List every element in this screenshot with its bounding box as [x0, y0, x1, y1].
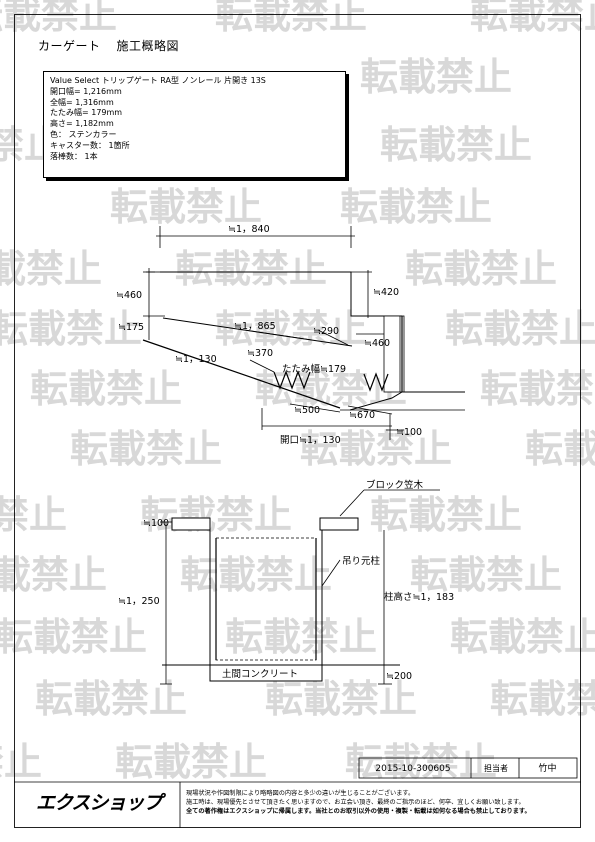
watermark: 転載禁止 — [30, 367, 182, 411]
dim-fold-width: たたみ幅≒179 — [282, 363, 346, 375]
dim-500: ≒500 — [294, 405, 320, 416]
plan-view — [142, 226, 465, 440]
watermark: 転載禁止 — [0, 740, 42, 784]
dim-1840: ≒1，840 — [228, 224, 270, 235]
footer-notes: 現場状況や作図制限により略略図の内容と多少の違いが生じることがございます。 施工… — [186, 789, 576, 816]
elev-dim-100: ≒100 — [143, 518, 169, 529]
watermark: 転載禁止 — [340, 185, 492, 229]
dim-1865: ≒1，865 — [234, 321, 276, 332]
watermark: 転載禁止 — [215, 0, 367, 37]
dim-175: ≒175 — [118, 322, 144, 333]
watermark: 転載禁止 — [525, 427, 595, 471]
spec-line: たたみ幅= 179mm — [50, 108, 123, 118]
watermark: 転載禁止 — [225, 615, 377, 659]
spec-line: 落棒数： 1本 — [50, 151, 98, 161]
watermark: 転載禁止 — [300, 427, 452, 471]
spec-line: Value Select トリップゲート RA型 ノンレール 片開き 13S — [50, 76, 266, 85]
watermark: 転載禁止 — [70, 427, 222, 471]
watermark: 転載禁止 — [180, 553, 332, 597]
page-title: カーゲート 施工概略図 — [38, 37, 179, 54]
hinge-post-label: 吊り元柱 — [342, 555, 381, 567]
watermark: 転載禁止 — [405, 247, 557, 291]
dim-420: ≒420 — [373, 287, 399, 298]
spec-line: 全幅= 1,316mm — [50, 97, 114, 107]
watermark: 転載禁止 — [380, 123, 532, 167]
spec-line: 色： ステンカラー — [50, 129, 117, 139]
spec-box: Value Select トリップゲート RA型 ノンレール 片開き 13S 開… — [43, 71, 346, 178]
watermark: 転載禁止 — [450, 615, 595, 659]
floor-label: 土間コンクリート — [222, 668, 298, 680]
dim-opening: 開口≒1，130 — [280, 435, 341, 446]
title-part-a: カーゲート — [38, 39, 101, 53]
person-label: 担当者 — [484, 764, 508, 773]
company-logo: エクスショップ — [36, 792, 162, 814]
watermark: 転載禁止 — [360, 55, 512, 99]
watermark: 転載禁止 — [0, 247, 102, 291]
person-name: 竹中 — [538, 764, 557, 774]
page-frame — [14, 14, 581, 828]
watermark: 転載禁止 — [0, 493, 67, 537]
dim-460: ≒460 — [116, 290, 142, 301]
watermark: 転載禁止 — [265, 677, 417, 721]
watermark: 転載禁止 — [0, 615, 147, 659]
title-part-b: 施工概略図 — [116, 39, 180, 53]
elevation-labels: ブロック笠木 ≒100 吊り元柱 ≒1，250 柱高さ≒1，183 土間コンクリ… — [118, 479, 454, 682]
drawing-code: 2015-10-300605 — [375, 764, 451, 774]
note-line: 現場状況や作図制限により略略図の内容と多少の違いが生じることがございます。 — [186, 790, 415, 797]
watermark: 転載禁止 — [445, 307, 595, 351]
block-cap-label: ブロック笠木 — [366, 479, 424, 491]
watermark-layer: 転載禁止 転載禁止 転載禁止 転載禁止 転載禁止 転載禁止 転載禁止 転載禁止 … — [0, 0, 595, 784]
watermark: 転載禁止 — [370, 493, 522, 537]
spec-line: 開口幅= 1,216mm — [50, 86, 122, 96]
dim-1130: ≒1，130 — [175, 354, 217, 365]
watermark: 転載禁止 — [175, 247, 327, 291]
elev-dim-1250: ≒1，250 — [118, 596, 160, 607]
dim-290: ≒290 — [313, 326, 339, 337]
spec-line: 高さ= 1,182mm — [50, 119, 114, 129]
watermark: 転載禁止 — [0, 553, 107, 597]
dim-460b: ≒460 — [364, 338, 390, 349]
watermark: 転載禁止 — [480, 367, 595, 411]
footer-box — [14, 757, 581, 828]
watermark: 転載禁止 — [0, 307, 142, 351]
dim-670: ≒670 — [349, 410, 375, 421]
elev-dim-200: ≒200 — [386, 671, 412, 682]
watermark: 転載禁止 — [110, 185, 262, 229]
watermark: 転載禁止 — [345, 740, 497, 784]
post-height-label: 柱高さ≒1，183 — [384, 591, 454, 603]
watermark: 転載禁止 — [0, 0, 117, 37]
spec-line: キャスター数： 1箇所 — [50, 140, 130, 150]
note-line: 施工時は、現場優先とさせて頂きたく思いますので、お立会い頂き、最終のご指示のほど… — [186, 799, 525, 806]
watermark: 転載禁止 — [140, 493, 292, 537]
dim-100: ≒100 — [396, 427, 422, 438]
plan-dimensions: ≒1，840 ≒460 ≒420 ≒175 ≒1，865 ≒290 ≒460 ≒… — [116, 224, 422, 446]
watermark: 転載禁止 — [470, 0, 595, 37]
watermark: 転載禁止 — [410, 553, 562, 597]
elevation-view — [160, 489, 440, 685]
note-line: 全ての著作権はエクスショップに帰属します。当社とのお取引以外の使用・複製・転載は… — [186, 808, 531, 815]
watermark: 転載禁止 — [115, 740, 267, 784]
dim-370: ≒370 — [247, 348, 273, 359]
watermark: 転載禁止 — [490, 677, 595, 721]
